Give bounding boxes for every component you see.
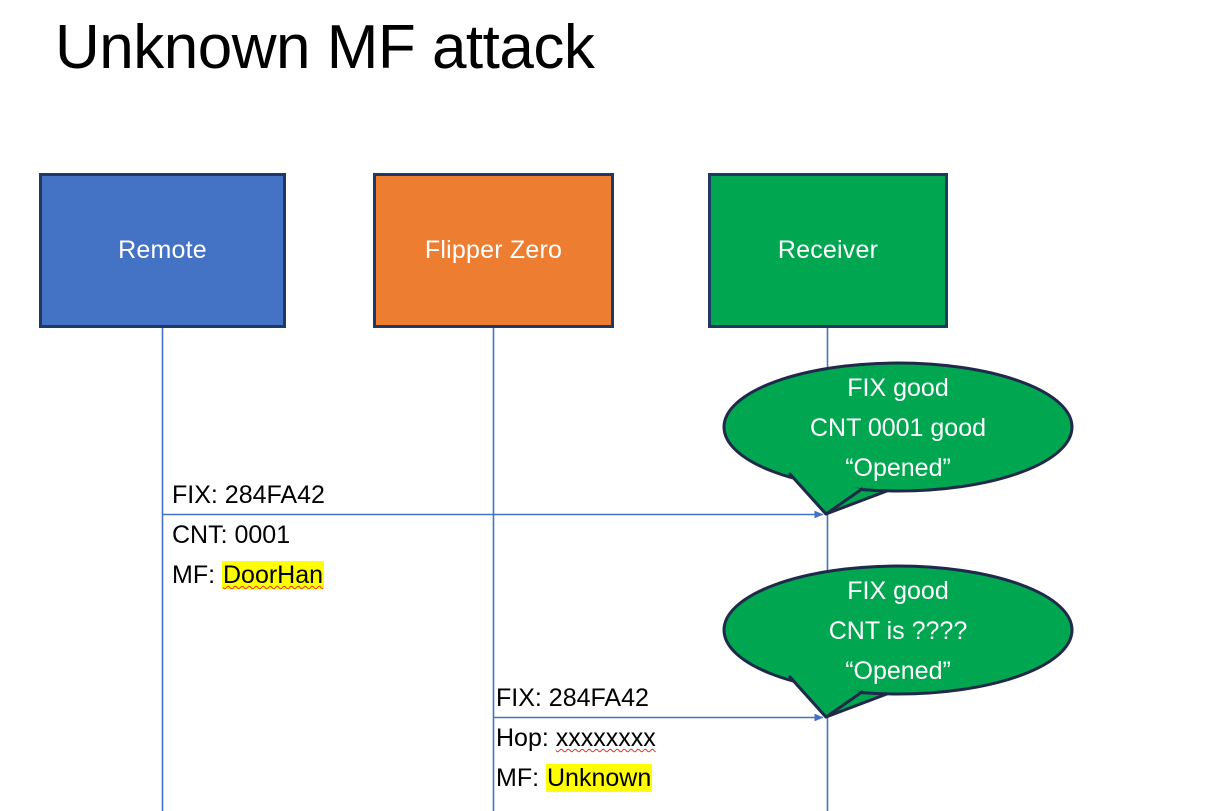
callout-bubble-2 — [722, 564, 1074, 719]
message-label-1: FIX: 284FA42 CNT: 0001 MF: DoorHan — [172, 475, 325, 595]
message-2-line-3-prefix: MF: — [496, 764, 546, 792]
message-1-line-3: MF: DoorHan — [172, 555, 325, 595]
message-2-line-3-value: Unknown — [546, 764, 653, 792]
callout-1-line-3: “Opened” — [845, 454, 951, 482]
message-2-line-2-value: xxxxxxxx — [555, 724, 656, 752]
callout-1-line-1: FIX good — [847, 374, 949, 402]
message-2-line-3: MF: Unknown — [496, 758, 656, 798]
message-1-line-2-value: 0001 — [234, 521, 291, 549]
message-1-line-1: FIX: 284FA42 — [172, 475, 325, 515]
actor-box-remote[interactable]: Remote — [39, 173, 286, 328]
message-1-line-2-prefix: CNT: — [172, 521, 235, 549]
callout-1-text: FIX good CNT 0001 good “Opened” — [724, 368, 1072, 488]
message-1-line-3-value: DoorHan — [222, 561, 325, 589]
page-title: Unknown MF attack — [55, 13, 595, 82]
message-1-line-3-prefix: MF: — [172, 561, 222, 589]
actor-label-remote: Remote — [118, 236, 207, 264]
callout-bubble-1 — [722, 361, 1074, 516]
callout-1-line-2: CNT 0001 good — [809, 414, 987, 442]
message-1-line-2: CNT: 0001 — [172, 515, 325, 555]
callout-2-line-1: FIX good — [847, 577, 949, 605]
callout-2-text: FIX good CNT is ???? “Opened” — [724, 571, 1072, 691]
message-2-line-2-prefix: Hop: — [496, 724, 556, 752]
callout-2-line-2: CNT is ???? — [828, 617, 968, 645]
actor-box-flipper-zero[interactable]: Flipper Zero — [373, 173, 614, 328]
message-2-line-1-prefix: FIX: — [496, 684, 549, 712]
message-2-line-1: FIX: 284FA42 — [496, 678, 656, 718]
message-2-line-2: Hop: xxxxxxxx — [496, 718, 656, 758]
message-1-line-1-value: 284FA42 — [224, 481, 325, 509]
actor-box-receiver[interactable]: Receiver — [708, 173, 948, 328]
callout-2-line-3: “Opened” — [845, 657, 951, 685]
actor-label-flipper-zero: Flipper Zero — [424, 236, 563, 264]
message-2-line-1-value: 284FA42 — [548, 684, 649, 712]
message-label-2: FIX: 284FA42 Hop: xxxxxxxx MF: Unknown — [496, 678, 656, 798]
actor-label-receiver: Receiver — [777, 236, 879, 264]
message-1-line-1-prefix: FIX: — [172, 481, 225, 509]
